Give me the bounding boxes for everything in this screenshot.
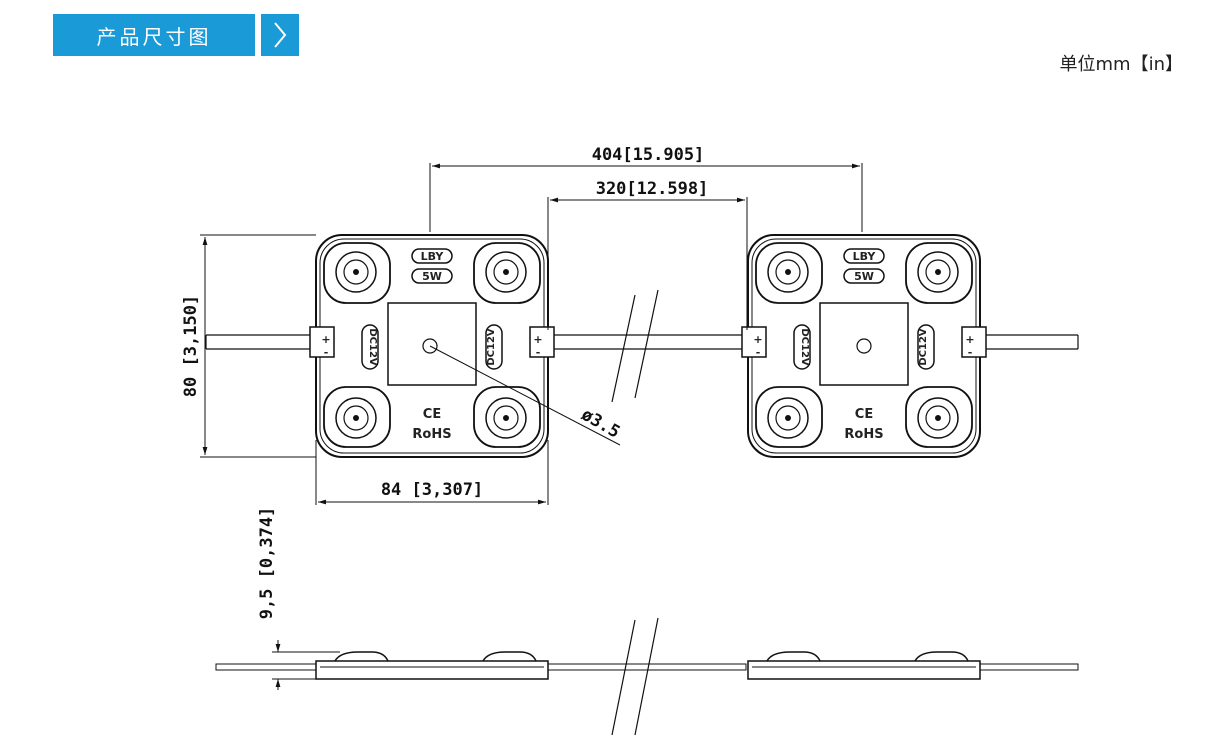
dimension-text: 84 [3,307] — [381, 480, 483, 500]
break-line — [634, 617, 659, 736]
minus-sign: - — [968, 346, 973, 359]
break-line — [611, 294, 636, 403]
brand-label: LBY — [421, 250, 445, 263]
voltage-label-right: DC12V — [486, 328, 497, 366]
dimension-text: 404[15.905] — [592, 145, 705, 165]
rohs-label: RoHS — [844, 427, 883, 442]
power-label: 5W — [854, 270, 874, 283]
minus-sign: - — [756, 346, 761, 359]
ce-mark: CE — [423, 407, 441, 422]
ce-mark: CE — [855, 407, 873, 422]
dimension-thickness: 9,5 [0,374] — [257, 507, 340, 690]
mounting-hole — [856, 338, 872, 354]
dimension-text: ø3.5 — [578, 405, 623, 443]
section-title: 产品尺寸图 — [53, 14, 255, 56]
plus-sign: + — [533, 333, 542, 346]
minus-sign: - — [536, 346, 541, 359]
module-left-labels: LBY 5W CE RoHS DC12V DC12V + - + - — [321, 250, 542, 442]
mounting-hole — [422, 338, 438, 354]
dimension-text: 320[12.598] — [596, 179, 709, 199]
brand-label: LBY — [853, 250, 877, 263]
dimension-height: 80 [3,150] — [181, 234, 316, 458]
voltage-label-left: DC12V — [367, 328, 378, 366]
minus-sign: - — [324, 346, 329, 359]
rohs-label: RoHS — [412, 427, 451, 442]
unit-label: 单位mm【in】 — [1059, 54, 1183, 75]
side-view — [215, 651, 1079, 680]
dimension-overall-pitch: 404[15.905] — [429, 145, 863, 232]
dimension-module-gap: 320[12.598] — [547, 179, 748, 330]
module-right — [741, 234, 987, 458]
voltage-label-right: DC12V — [918, 328, 929, 366]
plus-sign: + — [753, 333, 762, 346]
dimension-text: 80 [3,150] — [181, 295, 201, 397]
plus-sign: + — [321, 333, 330, 346]
voltage-label-left: DC12V — [799, 328, 810, 366]
break-line — [611, 619, 636, 736]
dimension-text: 9,5 [0,374] — [257, 507, 277, 620]
dimension-width: 84 [3,307] — [315, 440, 549, 505]
break-line — [634, 289, 659, 399]
module-left — [309, 234, 555, 458]
plus-sign: + — [965, 333, 974, 346]
chevron-right-icon[interactable] — [261, 14, 299, 56]
section-title-text: 产品尺寸图 — [96, 24, 212, 49]
module-right-labels: LBY 5W CE RoHS DC12V DC12V + - + - — [753, 250, 974, 442]
power-label: 5W — [422, 270, 442, 283]
